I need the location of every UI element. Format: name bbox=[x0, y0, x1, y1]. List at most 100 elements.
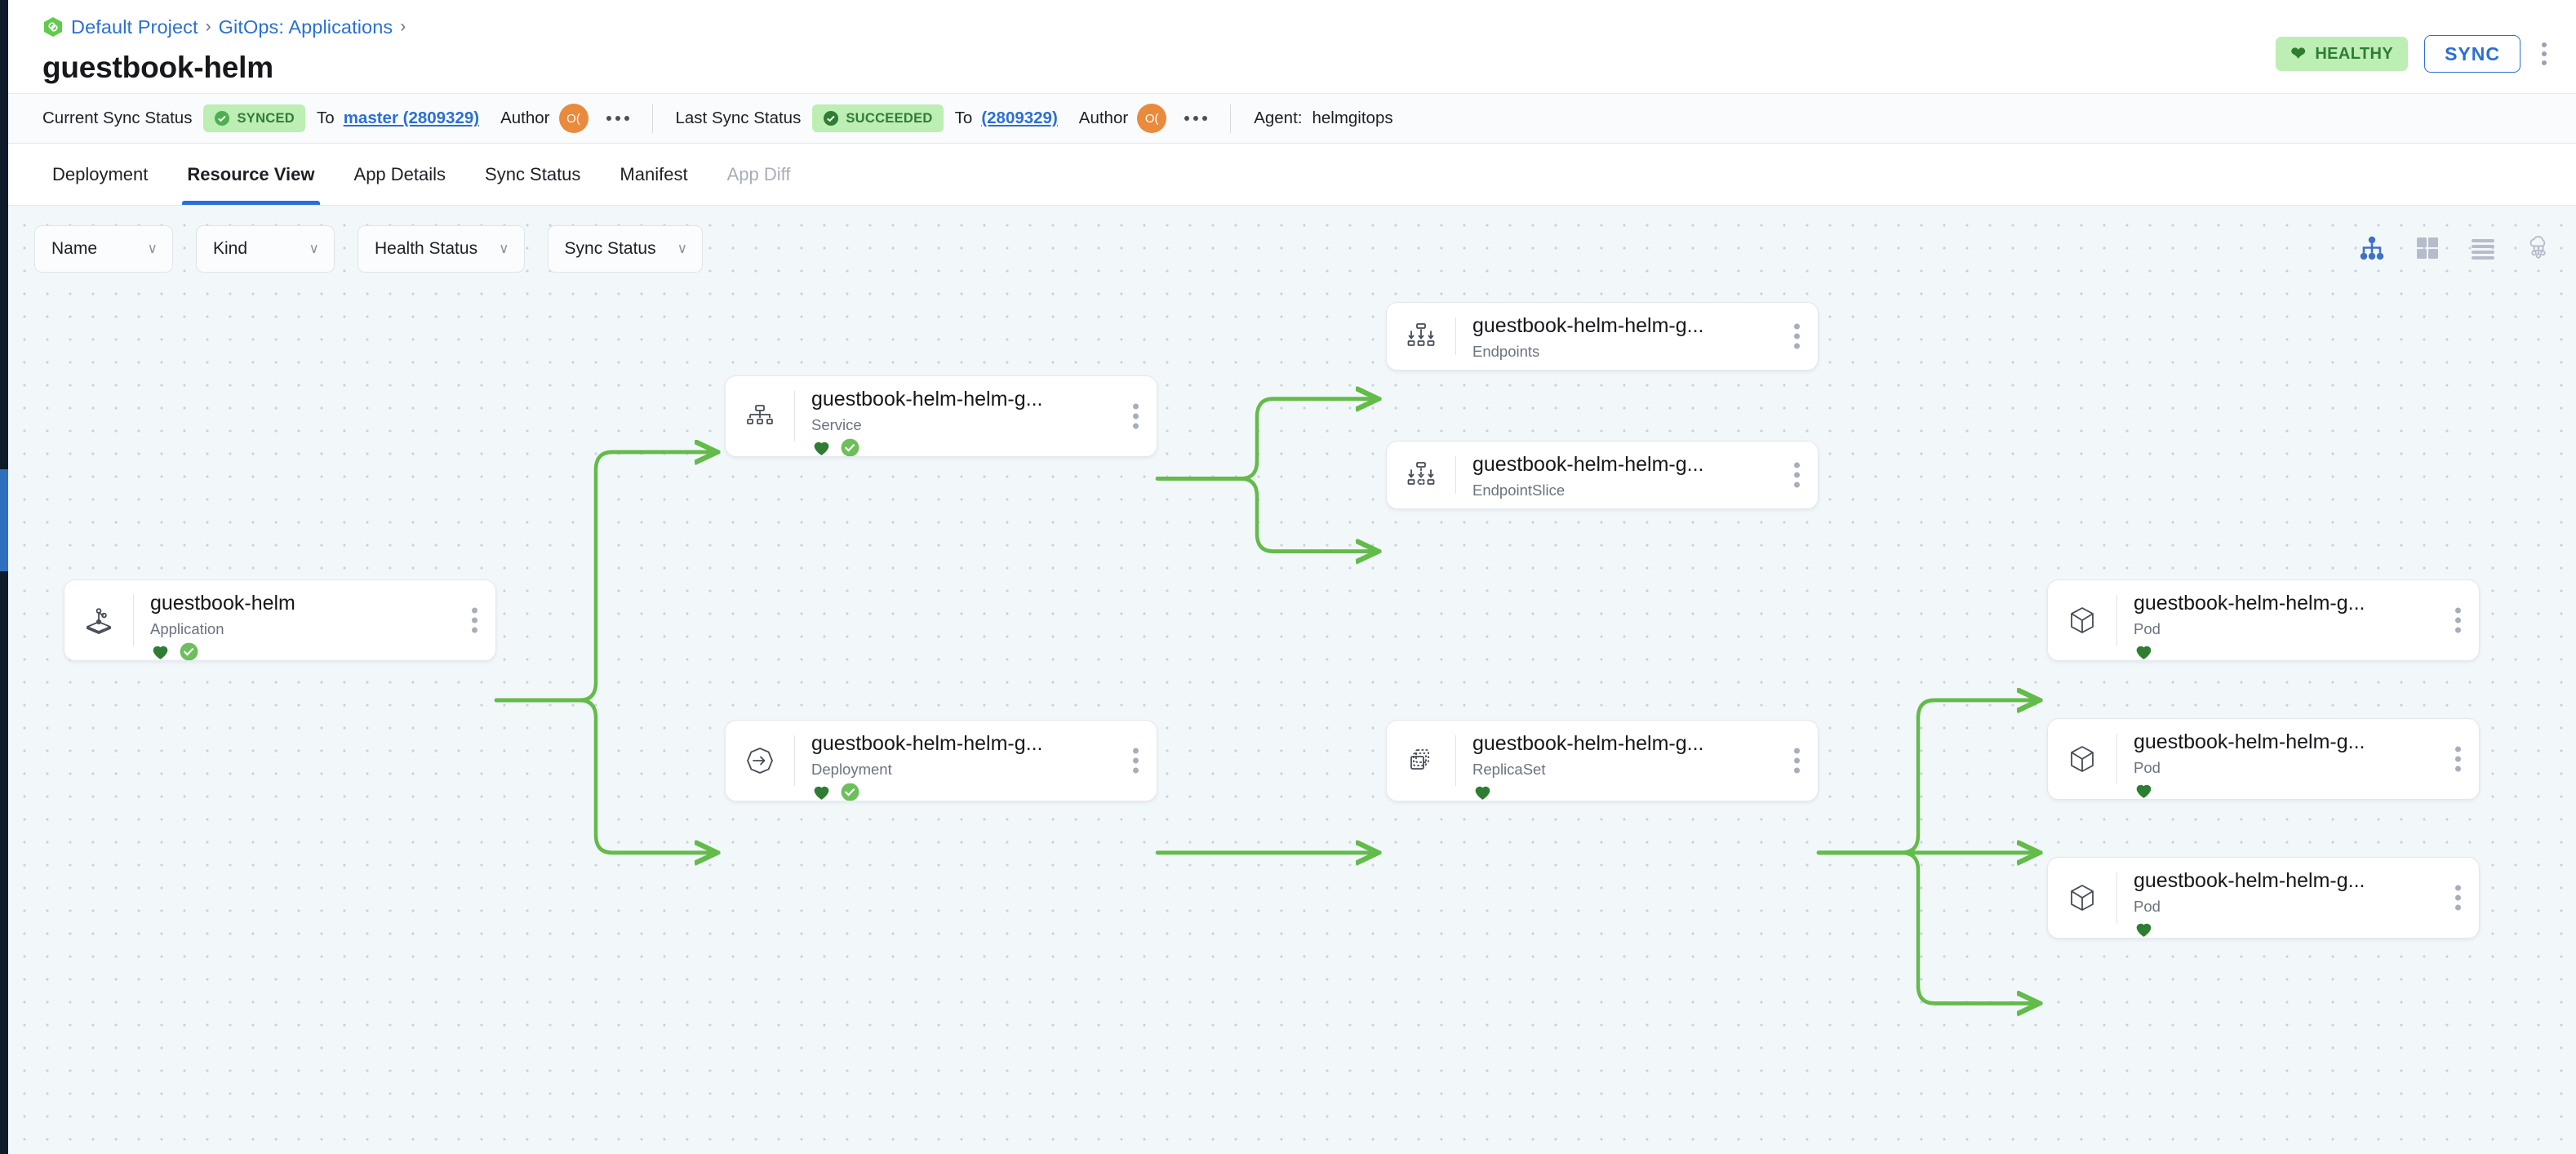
node-name: guestbook-helm-helm-g... bbox=[2134, 869, 2365, 892]
agent-value: helmgitops bbox=[1312, 109, 1393, 127]
breadcrumb-item-default-project[interactable]: Default Project bbox=[71, 16, 198, 38]
node-kind: Deployment bbox=[811, 760, 892, 778]
node-kind: Pod bbox=[2134, 758, 2161, 776]
graph-node-replicaset[interactable]: guestbook-helm-helm-g...ReplicaSet bbox=[1386, 720, 1819, 801]
node-divider bbox=[1455, 735, 1456, 786]
node-body: guestbook-helm-helm-g...EndpointSlice bbox=[1456, 442, 1818, 508]
heart-icon bbox=[2134, 641, 2154, 660]
breadcrumb-separator: › bbox=[205, 17, 211, 36]
filter-label: Health Status bbox=[375, 239, 478, 258]
node-overflow-menu-icon[interactable] bbox=[2449, 601, 2467, 640]
node-overflow-menu-icon[interactable] bbox=[465, 601, 484, 640]
node-divider bbox=[1455, 317, 1456, 355]
graph-node-pod[interactable]: guestbook-helm-helm-g... Pod bbox=[2047, 579, 2480, 661]
current-revision-link[interactable]: master (2809329) bbox=[343, 109, 480, 127]
node-divider bbox=[2116, 872, 2117, 923]
heart-icon: ❤ bbox=[2290, 43, 2307, 64]
check-circle-icon-2 bbox=[823, 110, 839, 126]
tab-manifest[interactable]: Manifest bbox=[620, 163, 688, 184]
application-icon bbox=[64, 580, 133, 660]
node-divider bbox=[1455, 456, 1456, 494]
grid-view-icon[interactable] bbox=[2409, 230, 2445, 266]
pod-icon bbox=[2048, 580, 2116, 660]
node-divider bbox=[133, 595, 134, 646]
header-overflow-menu-icon[interactable] bbox=[2537, 38, 2552, 70]
node-status-icons bbox=[2134, 780, 2479, 799]
filter-health-status[interactable]: Health Status∨ bbox=[358, 225, 525, 273]
graph-node-pod[interactable]: guestbook-helm-helm-g... Pod bbox=[2047, 857, 2480, 939]
project-icon bbox=[42, 16, 64, 38]
resource-graph-canvas[interactable]: Name∨ Kind∨ Health Status∨ Sync Status∨ bbox=[8, 206, 2576, 1154]
node-kind: Pod bbox=[2134, 619, 2161, 637]
last-author-avatar[interactable]: O( bbox=[1137, 104, 1167, 133]
last-sync-status-pill: SUCCEEDED bbox=[812, 104, 944, 132]
node-overflow-menu-icon[interactable] bbox=[1788, 317, 1806, 356]
sync-button[interactable]: SYNC bbox=[2424, 35, 2520, 73]
node-overflow-menu-icon[interactable] bbox=[1126, 742, 1145, 780]
node-divider bbox=[2116, 595, 2117, 646]
node-overflow-menu-icon[interactable] bbox=[1788, 742, 1806, 780]
sync-status-strip: Current Sync Status SYNCED To master (28… bbox=[8, 93, 2576, 144]
tab-sync-status[interactable]: Sync Status bbox=[485, 163, 581, 184]
node-status-icons bbox=[811, 783, 1157, 801]
heart-icon bbox=[150, 641, 171, 660]
heart-icon bbox=[2134, 780, 2154, 799]
network-view-icon[interactable] bbox=[2520, 230, 2556, 266]
graph-node-pod[interactable]: guestbook-helm-helm-g... Pod bbox=[2047, 718, 2480, 800]
heart-icon bbox=[811, 437, 832, 456]
tab-deployment[interactable]: Deployment bbox=[52, 163, 149, 184]
graph-node-service[interactable]: guestbook-helm-helm-g...Service bbox=[725, 375, 1157, 457]
node-body: guestbook-helm-helm-g...ReplicaSet bbox=[1456, 721, 1818, 801]
node-name: guestbook-helm-helm-g... bbox=[2134, 730, 2365, 753]
page-title: guestbook-helm bbox=[42, 51, 273, 84]
graph-node-endpointslice[interactable]: guestbook-helm-helm-g...EndpointSlice bbox=[1386, 441, 1819, 509]
last-sync-status-label: Last Sync Status bbox=[675, 109, 802, 127]
node-overflow-menu-icon[interactable] bbox=[2449, 740, 2467, 779]
last-sync-status-text: SUCCEEDED bbox=[846, 110, 933, 126]
graph-edges bbox=[494, 206, 2576, 1154]
filter-kind[interactable]: Kind∨ bbox=[196, 225, 335, 273]
node-overflow-menu-icon[interactable] bbox=[1788, 456, 1806, 495]
heart-icon bbox=[2134, 919, 2154, 938]
last-to-label: To bbox=[954, 109, 973, 127]
view-toggle-group bbox=[2354, 230, 2556, 266]
page-header: Default Project › GitOps: Applications ›… bbox=[8, 0, 2576, 93]
node-overflow-menu-icon[interactable] bbox=[2449, 879, 2467, 917]
current-sync-status-pill: SYNCED bbox=[203, 104, 306, 132]
filter-name[interactable]: Name∨ bbox=[34, 225, 173, 273]
node-status-icons bbox=[150, 641, 495, 660]
current-author-avatar[interactable]: O( bbox=[558, 104, 588, 133]
node-kind: Endpoints bbox=[1472, 342, 1540, 360]
last-author-ellipsis-icon[interactable] bbox=[1184, 116, 1208, 121]
current-to-label: To bbox=[317, 109, 335, 127]
node-divider bbox=[794, 391, 795, 442]
node-status-icons bbox=[2134, 919, 2479, 938]
node-name: guestbook-helm-helm-g... bbox=[2134, 592, 2365, 615]
current-author-label: Author bbox=[500, 109, 550, 127]
endpoints-icon bbox=[1387, 303, 1455, 370]
node-status-icons bbox=[2134, 641, 2479, 660]
deployment-icon bbox=[726, 721, 794, 801]
graph-node-endpoints[interactable]: guestbook-helm-helm-g...Endpoints bbox=[1386, 302, 1819, 371]
node-overflow-menu-icon[interactable] bbox=[1126, 397, 1145, 436]
last-revision-link[interactable]: (2809329) bbox=[981, 109, 1058, 127]
header-actions: ❤ HEALTHY SYNC bbox=[2276, 35, 2552, 73]
graph-node-deployment[interactable]: guestbook-helm-helm-g...Deployment bbox=[725, 720, 1157, 801]
agent-label: Agent: bbox=[1254, 109, 1303, 127]
breadcrumb-item-gitops-applications[interactable]: GitOps: Applications bbox=[218, 16, 393, 38]
node-body: guestbook-helm-helm-g... Pod bbox=[2117, 719, 2479, 799]
node-body: guestbook-helm-helm-g... Pod bbox=[2117, 858, 2479, 938]
tab-app-details[interactable]: App Details bbox=[353, 163, 446, 184]
node-kind: Pod bbox=[2134, 897, 2161, 915]
heart-icon bbox=[1472, 782, 1493, 801]
current-author-ellipsis-icon[interactable] bbox=[606, 116, 629, 121]
filter-sync-status[interactable]: Sync Status∨ bbox=[547, 225, 704, 273]
tree-view-icon[interactable] bbox=[2354, 230, 2390, 266]
tab-resource-view[interactable]: Resource View bbox=[167, 144, 334, 205]
node-kind: Service bbox=[811, 415, 862, 433]
list-view-icon[interactable] bbox=[2465, 230, 2501, 266]
node-name: guestbook-helm-helm-g... bbox=[1472, 453, 1704, 476]
tab-app-diff: App Diff bbox=[726, 163, 791, 184]
node-kind: ReplicaSet bbox=[1472, 760, 1546, 778]
